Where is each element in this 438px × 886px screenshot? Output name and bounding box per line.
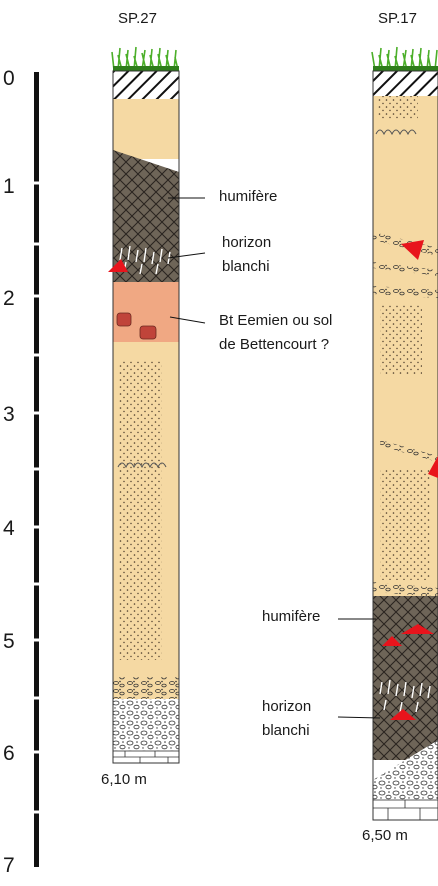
label-horizon: horizon	[262, 698, 311, 715]
marker-icon	[390, 709, 416, 720]
depth-tick-label: 5	[3, 630, 15, 653]
wavy-line	[117, 462, 167, 469]
label-humifere: humifère	[262, 608, 320, 625]
label-humifere: humifère	[219, 188, 277, 205]
column-title: SP.17	[378, 10, 417, 27]
label-blanchi: blanchi	[262, 722, 310, 739]
column-sp17: SP.17 6,50 m	[262, 10, 438, 844]
layer-loess-dotted	[118, 360, 162, 660]
marker-icon	[108, 259, 128, 272]
column-outline	[112, 70, 180, 764]
label-blanchi: blanchi	[222, 258, 270, 275]
marker-icon	[428, 456, 438, 478]
layer-loess	[113, 99, 179, 159]
layer-humifere	[373, 596, 438, 760]
marker-icon	[401, 240, 424, 260]
layer-topsoil	[373, 71, 438, 96]
depth-tick-label: 3	[3, 403, 15, 426]
marker-icon	[382, 636, 402, 646]
marker-icon	[401, 624, 434, 634]
label-bt-eemien: Bt Eemien ou sol	[219, 312, 332, 329]
label-horizon: horizon	[222, 234, 271, 251]
bleached-streaks	[379, 679, 431, 713]
grass-icon	[111, 46, 179, 71]
column-outline	[372, 70, 438, 821]
grass-icon	[371, 46, 438, 71]
depth-tick-label: 2	[3, 287, 15, 310]
column-depth-label: 6,10 m	[101, 771, 147, 788]
layer-chalk	[372, 799, 438, 821]
depth-tick-label: 6	[3, 742, 15, 765]
column-title: SP.27	[118, 10, 157, 27]
depth-tick-label: 1	[3, 175, 15, 198]
depth-scale: 0 1 2 3 4 5 6 7	[3, 67, 39, 877]
depth-scale-gaps	[34, 181, 39, 814]
layer-gravel	[113, 699, 179, 751]
label-bettencourt: de Bettencourt ?	[219, 336, 329, 353]
column-depth-label: 6,50 m	[362, 827, 408, 844]
depth-tick-label: 7	[3, 854, 15, 877]
topsoil-line	[113, 66, 179, 71]
layer-topsoil	[113, 71, 179, 99]
depth-tick-label: 4	[3, 517, 15, 540]
column-sp27: SP.27 6,10 m	[101, 10, 332, 788]
bt-concretion	[139, 325, 157, 340]
bt-concretion	[116, 312, 132, 327]
layer-gravel-tan	[113, 677, 179, 699]
depth-tick-label: 0	[3, 67, 15, 90]
